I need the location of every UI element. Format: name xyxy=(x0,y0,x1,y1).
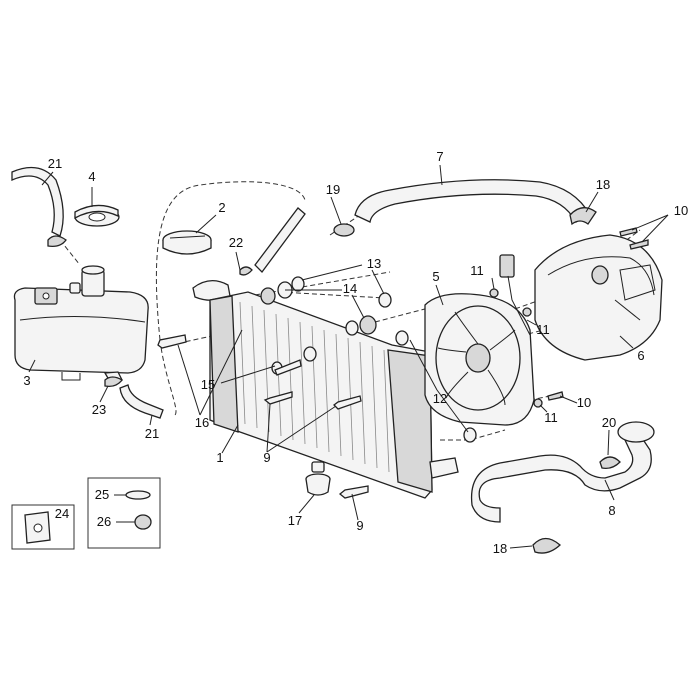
callout-3: 3 xyxy=(23,373,30,388)
callout-4: 4 xyxy=(88,169,95,184)
callout-9a: 9 xyxy=(263,450,270,465)
callout-1: 1 xyxy=(216,450,223,465)
kit-box-25-26 xyxy=(87,477,161,549)
callout-19: 19 xyxy=(326,182,340,197)
callout-labels: 1 2 3 4 5 6 7 8 9 9 10 10 11 11 11 12 13… xyxy=(23,149,688,556)
callout-20: 20 xyxy=(602,415,616,430)
callout-5: 5 xyxy=(432,269,439,284)
callout-9b: 9 xyxy=(356,518,363,533)
callout-18a: 18 xyxy=(596,177,610,192)
callout-8: 8 xyxy=(608,503,615,518)
dashed-routing-line xyxy=(159,339,177,416)
callout-25: 25 xyxy=(95,487,109,502)
callout-21b: 21 xyxy=(145,426,159,441)
callout-22: 22 xyxy=(229,235,243,250)
callout-6: 6 xyxy=(637,348,644,363)
dashed-routing-line xyxy=(279,291,386,299)
callout-26: 26 xyxy=(97,514,111,529)
callout-11c: 11 xyxy=(544,410,558,425)
callout-13: 13 xyxy=(367,256,381,271)
expansion-tank xyxy=(13,265,149,386)
small-clamp xyxy=(239,266,253,276)
hose-clamp-lower xyxy=(104,376,123,388)
leader-lines xyxy=(28,164,669,549)
hose-clamp xyxy=(47,235,67,248)
hose-clamp-20 xyxy=(599,456,621,470)
fan-shroud xyxy=(534,234,663,361)
callout-11a: 11 xyxy=(470,263,484,278)
hose-clamp-19 xyxy=(333,223,355,237)
callout-10a: 10 xyxy=(674,203,688,218)
callout-17: 17 xyxy=(288,513,302,528)
upper-coolant-hose xyxy=(354,179,591,223)
callout-16: 16 xyxy=(195,415,209,430)
kit-box-24 xyxy=(11,504,75,550)
lower-coolant-hose xyxy=(470,434,652,523)
small-screws xyxy=(489,227,649,408)
breather-hose xyxy=(254,207,306,273)
callout-18b: 18 xyxy=(493,541,507,556)
cooling-fan xyxy=(424,254,535,426)
overflow-hose-upper xyxy=(11,166,64,237)
callout-11b: 11 xyxy=(536,322,550,337)
hose-clamp-18-bottom xyxy=(532,537,561,554)
callout-15: 15 xyxy=(201,377,215,392)
dashed-routing-line xyxy=(155,181,306,341)
dashed-routing-line xyxy=(59,239,81,266)
hose-clamp-18-top xyxy=(569,207,597,226)
callout-23: 23 xyxy=(92,402,106,417)
callout-14: 14 xyxy=(343,281,357,296)
radiator-fins xyxy=(239,301,390,473)
tank-cap xyxy=(74,204,120,227)
callout-24: 24 xyxy=(55,506,69,521)
radiator-cap xyxy=(162,230,212,255)
bolts xyxy=(157,334,369,499)
overflow-hose-lower xyxy=(119,384,164,419)
radiator-core xyxy=(209,291,459,499)
dashed-routing-line xyxy=(254,271,391,296)
callout-2: 2 xyxy=(218,200,225,215)
callout-7: 7 xyxy=(436,149,443,164)
rubber-grommet xyxy=(305,473,331,496)
dashed-routing-line xyxy=(440,429,506,441)
dashed-routing-line xyxy=(374,304,441,323)
callout-12: 12 xyxy=(433,391,447,406)
callout-21a: 21 xyxy=(48,156,62,171)
callout-10b: 10 xyxy=(577,395,591,410)
